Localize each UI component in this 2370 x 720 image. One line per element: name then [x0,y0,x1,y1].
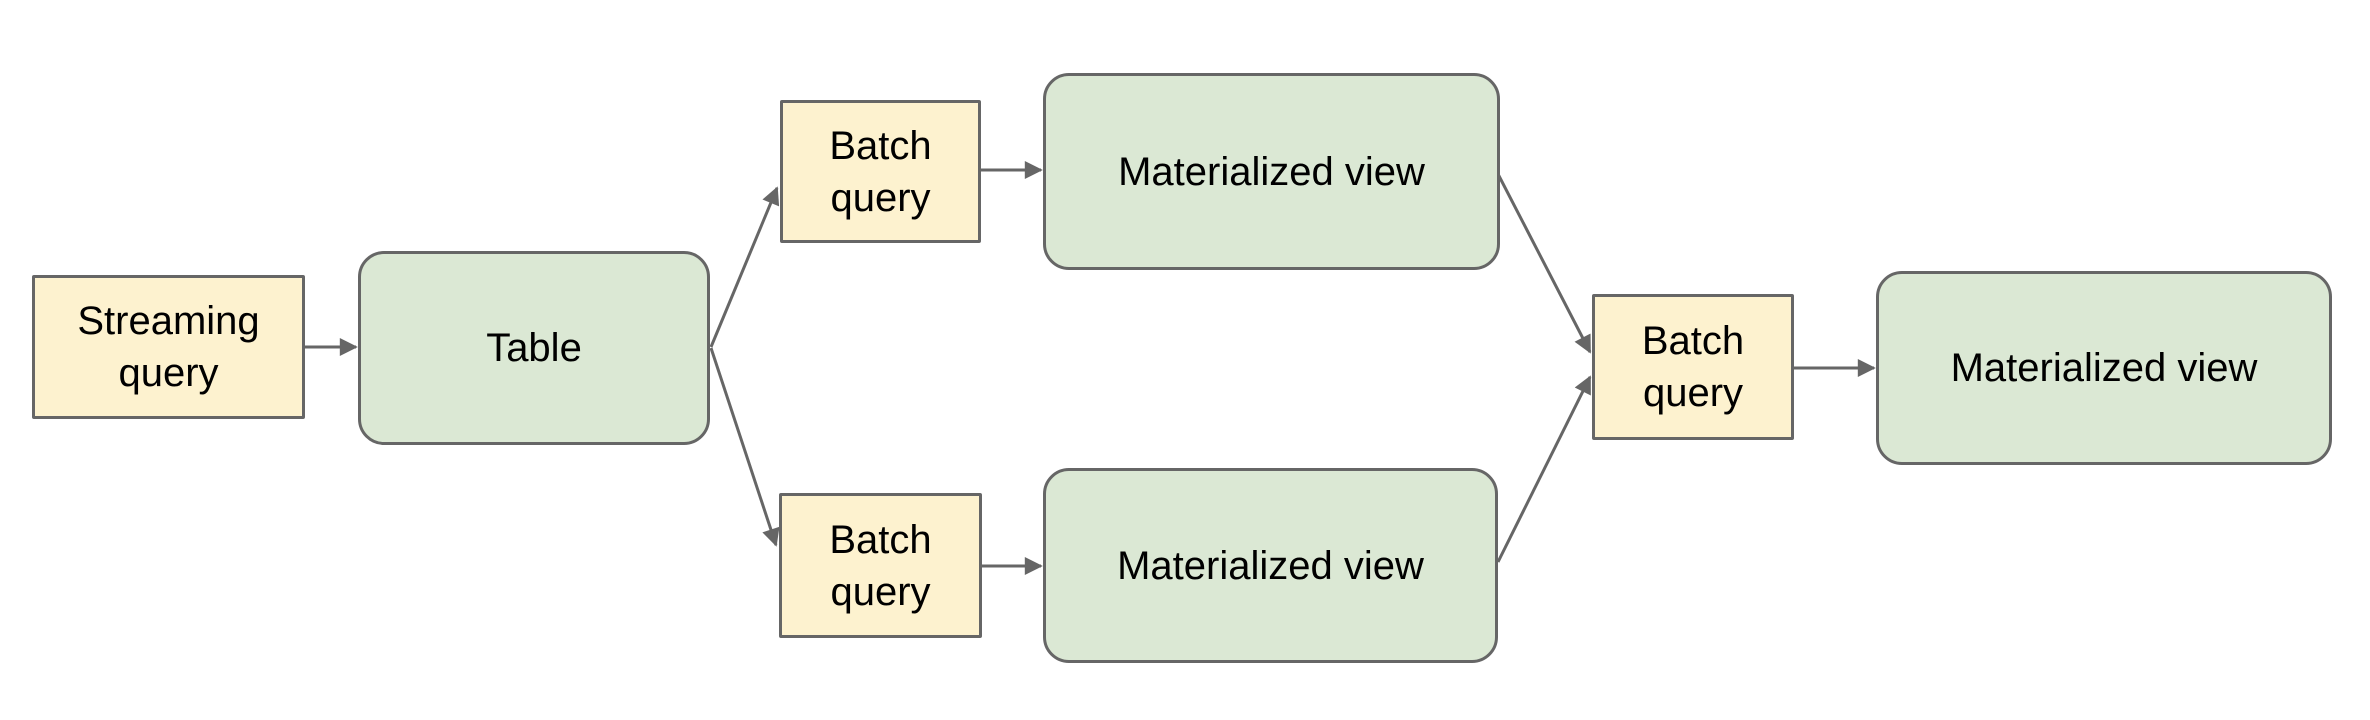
node-batch-query-right-label: Batch query [1641,319,1745,415]
node-materialized-view-final-label: Materialized view [1950,346,2258,390]
node-table: Table [358,251,710,445]
node-batch-query-bottom-label: Batch query [829,517,932,614]
node-batch-query-bottom: Batch query [779,493,982,638]
edge-table-to-batch-query-bottom [709,347,780,547]
node-materialized-view-final: Materialized view [1876,271,2332,465]
node-batch-query-right: Batch query [1592,294,1794,440]
edge-view-top-to-batch-query-right [1496,173,1592,354]
node-materialized-view-top-label: Materialized view [1118,149,1425,194]
node-streaming-query: Streaming query [32,275,305,419]
node-table-label: Table [486,326,582,370]
node-materialized-view-bottom-label: Materialized view [1117,543,1424,588]
node-materialized-view-bottom: Materialized view [1043,468,1498,663]
edge-view-bottom-to-batch-query-right [1496,375,1592,563]
node-batch-query-top-label: Batch query [829,123,932,220]
node-streaming-query-label: Streaming query [77,299,260,395]
node-batch-query-top: Batch query [780,100,981,243]
edge-table-to-batch-query-top [709,186,780,348]
node-materialized-view-top: Materialized view [1043,73,1500,270]
